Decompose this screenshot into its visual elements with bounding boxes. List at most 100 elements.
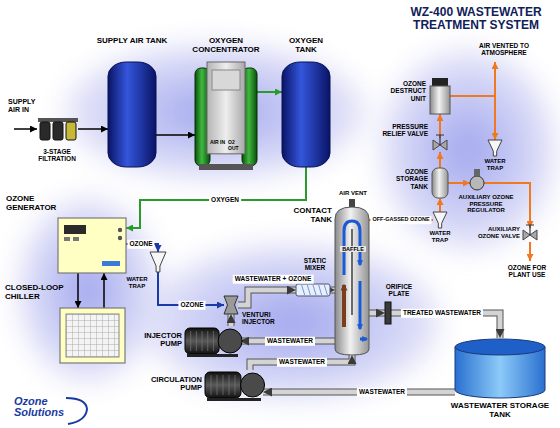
- line-connector: [78, 129, 108, 130]
- ozone-generator-graphic: [58, 218, 126, 273]
- flow-line: [439, 152, 441, 168]
- equipment-label: ORIFICE PLATE: [378, 283, 420, 298]
- flow-label: WASTEWATER: [357, 388, 407, 397]
- equipment-label: VENTURI INJECTOR: [242, 311, 284, 326]
- line-connector: [440, 198, 441, 212]
- detail-label: AIR VENT: [335, 190, 371, 197]
- flow-label: WASTEWATER: [277, 358, 327, 367]
- oxygen-concentrator-part: [207, 62, 245, 154]
- static-mixer-part: [313, 285, 316, 295]
- equipment-label: PRESSURE RELIEF VALVE: [374, 123, 428, 138]
- static-mixer-part: [324, 285, 327, 295]
- glow-regions: [18, 44, 556, 400]
- orifice-plate-graphic: [385, 302, 391, 324]
- pipe-connector: [238, 290, 296, 305]
- circulation-pump-part: [234, 375, 235, 395]
- line-connector: [440, 152, 441, 168]
- equipment-label: OXYGEN TANK: [278, 37, 334, 55]
- oxygen-tank: OXYGEN TANK: [282, 62, 330, 167]
- pressure-regulator-graphic: [470, 169, 484, 190]
- venturi-injector-shape: [224, 296, 238, 314]
- venturi-injector: VENTURI INJECTOR: [224, 296, 238, 314]
- equipment-label: AUXILIARY OZONE PRESSURE REGULATOR: [450, 194, 522, 214]
- orifice-plate-shape: [385, 302, 391, 324]
- injector-pump-part: [185, 328, 219, 354]
- filtration-unit-graphic: [38, 118, 78, 140]
- air-tank-graphic: [108, 62, 156, 167]
- flow-label: OFF-GASSED OZONE: [370, 216, 431, 224]
- flow-line: [439, 198, 441, 212]
- equipment-label: CONTACT TANK: [284, 207, 332, 225]
- equipment-label: OZONE DESTRUCT UNIT: [378, 80, 426, 102]
- flow-line: [448, 182, 470, 184]
- ozone-valve: AUXILIARY OZONE VALVE: [523, 228, 537, 242]
- oxygen-tank-part: [282, 62, 330, 167]
- contact-tank-part: [351, 229, 353, 315]
- circulation-pump-shape: [205, 370, 263, 400]
- ozone-generator: OZONE GENERATOR: [58, 218, 126, 273]
- contact-tank-part: [349, 199, 355, 207]
- filtration-unit-shape: [38, 118, 78, 140]
- ozone-generator-part: [58, 218, 126, 273]
- oxygen-concentrator-part: [212, 70, 240, 90]
- equipment-label: WATER TRAP: [122, 276, 152, 289]
- chiller-unit-part: [60, 308, 125, 363]
- circulation-pump: CIRCULATION PUMP: [205, 370, 263, 400]
- inlet-label: SUPPLY AIR IN: [8, 98, 46, 114]
- chiller-unit-part: [66, 314, 119, 357]
- storage-tank: WASTEWATER STORAGE TANK: [455, 338, 545, 398]
- filtration-unit-part: [40, 122, 50, 140]
- water-trap-part: [488, 140, 502, 156]
- static-mixer-shape: [296, 284, 330, 296]
- outlet-label: OZONE FOR PLANT USE: [498, 264, 556, 279]
- water-trap: WATER TRAP: [433, 212, 447, 228]
- pipe-connector: [369, 313, 385, 314]
- pipe-outline: [240, 338, 335, 345]
- ozone-storage-tank: OZONE STORAGE TANK: [432, 168, 448, 198]
- pipe-outline: [263, 389, 455, 396]
- pipe-connector: [231, 314, 232, 326]
- flow-label: WASTEWATER + OZONE: [233, 275, 314, 284]
- venturi-injector-graphic: [224, 296, 238, 314]
- pressure-regulator-shape: [470, 176, 484, 190]
- oxygen-concentrator-shape: [195, 58, 257, 170]
- contact-tank-shape: [335, 205, 369, 355]
- flow-line: [257, 91, 282, 93]
- filtration-unit-part: [38, 118, 78, 122]
- circulation-pump-graphic: [205, 372, 265, 401]
- pipe-body: [330, 288, 335, 293]
- static-mixer-graphic: [296, 284, 330, 296]
- equipment-label: AUXILIARY OZONE VALVE: [468, 226, 520, 239]
- water-trap-graphic: [150, 252, 166, 272]
- pressure-regulator-part: [470, 176, 484, 190]
- ozone-generator-part: [64, 237, 70, 241]
- filtration-unit-part: [66, 122, 76, 140]
- injector-pump: INJECTOR PUMP: [185, 326, 240, 356]
- pipe-body: [238, 290, 296, 305]
- ozone-storage-tank-shape: [432, 168, 448, 198]
- line-connector: [448, 183, 470, 184]
- pressure-regulator: AUXILIARY OZONE PRESSURE REGULATOR: [470, 176, 484, 190]
- ozone-destruct-unit: OZONE DESTRUCT UNIT: [430, 78, 450, 114]
- static-mixer: STATIC MIXER: [296, 284, 330, 296]
- contact-tank-part: [342, 285, 346, 327]
- equipment-label: WASTEWATER STORAGE TANK: [440, 402, 560, 420]
- pressure-regulator-part: [474, 169, 480, 176]
- water-trap-graphic: [488, 140, 502, 156]
- oxygen-concentrator: OXYGEN CONCENTRATORAIR INO2 OUT: [195, 58, 257, 170]
- air-tank-part: [108, 62, 156, 167]
- pipe-outline: [228, 314, 235, 326]
- line-connector: [126, 167, 306, 228]
- storage-tank-part: [455, 339, 545, 355]
- storage-tank-shape: [455, 338, 545, 398]
- ozone-generator-part: [102, 261, 120, 266]
- water-trap-shape: [488, 140, 502, 156]
- pipe-body: [250, 355, 352, 370]
- static-mixer-part: [319, 285, 322, 295]
- filtration-unit-part: [53, 122, 63, 140]
- injector-pump-graphic: [185, 328, 242, 357]
- chiller-unit: CLOSED-LOOP CHILLER: [60, 308, 125, 363]
- circulation-pump-part: [228, 375, 229, 395]
- chiller-unit-shape: [60, 308, 125, 363]
- circulation-pump-part: [216, 375, 217, 395]
